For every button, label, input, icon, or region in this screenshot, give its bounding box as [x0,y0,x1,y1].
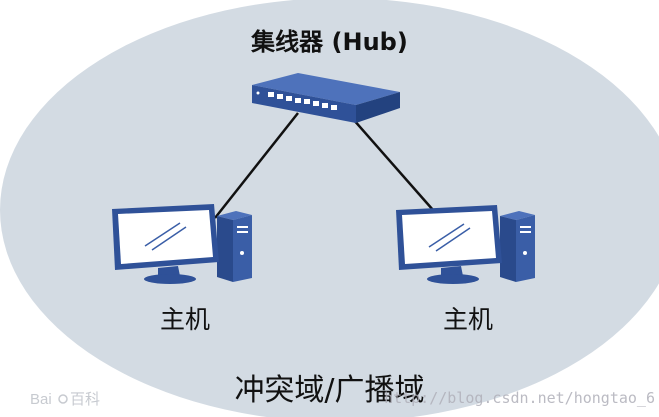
hub-label: 集线器 (Hub) [251,28,408,56]
svg-text:Bai: Bai [30,391,52,408]
domain-label: 冲突域/广播域 [234,373,425,408]
link-left [214,112,299,219]
host-right-label: 主机 [442,305,493,334]
watermark-logo: Bai 百科 [30,391,100,408]
link-right [352,118,434,211]
host-left-computer [112,204,252,284]
host-right-computer [396,205,535,284]
svg-text:百科: 百科 [70,391,100,408]
url-watermark: http://blog.csdn.net/hongtao_6 [384,389,655,407]
hub-device [252,73,400,123]
host-left-label: 主机 [159,305,210,334]
